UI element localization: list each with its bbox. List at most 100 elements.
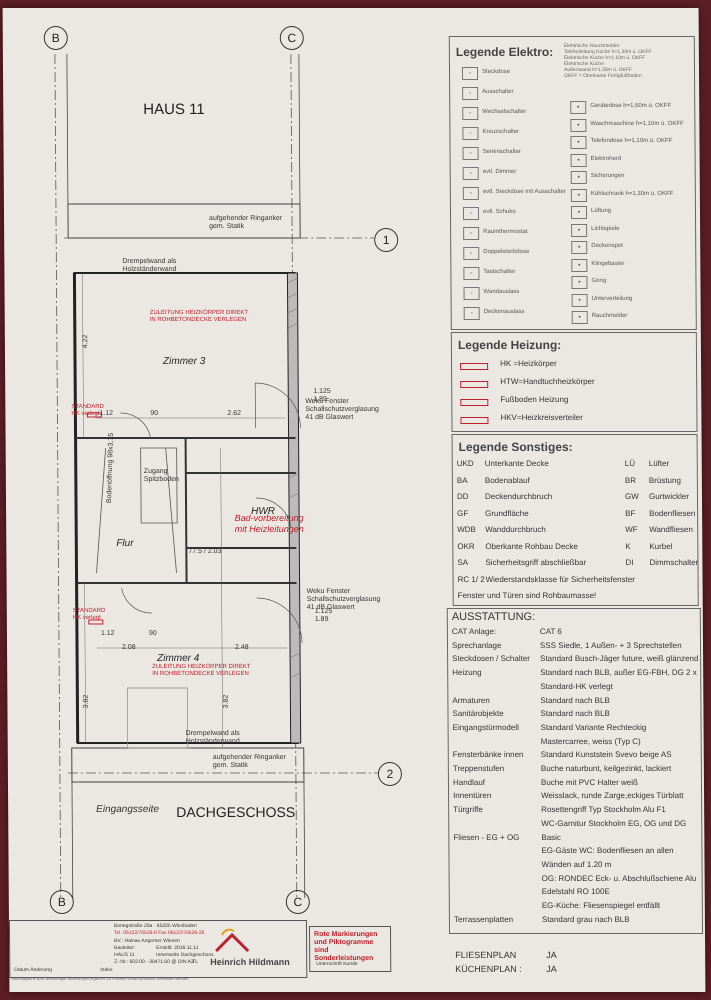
heizung-symbol-icon	[460, 363, 489, 370]
tb-address: Bonegstraße 20a · 65205 Wiesbaden	[113, 923, 198, 929]
ausstattung-value: Weisslack, runde Zarge,eckiges Türblatt	[541, 791, 684, 801]
elektro-left-item: Deckenauslass	[483, 309, 525, 315]
sonstiges-cell: RC 1/ 2	[457, 574, 485, 584]
elektro-left-item: Doppelsteckdose	[483, 249, 530, 255]
ausstattung-value: Standard-HK verlegt	[540, 681, 613, 691]
sonderleistung-box: Rote Markierungen und Piktogramme sind S…	[308, 926, 392, 972]
elektro-symbol-icon: •	[571, 258, 588, 272]
zugang-spitzboden: Zugang Spitzboden	[143, 468, 179, 483]
sonstiges-cell: Deckendurchbruch	[484, 492, 553, 501]
axis-2: 2	[377, 762, 402, 786]
sonstiges-cell: SA	[457, 558, 469, 567]
ausstattung-value: Standard Kunststein Svevo beige AS	[540, 750, 672, 760]
sonstiges-cell: DI	[625, 558, 634, 567]
sonstiges-cell: Dimmschalter	[649, 558, 699, 567]
company-logo: Heinrich Hildmann	[208, 925, 304, 975]
elektro-left-item: evtl. Dimmer	[482, 169, 517, 175]
ausstattung-label: Sanitärobjekte	[452, 709, 504, 719]
elektro-left-item: evtl. Schuko	[482, 209, 516, 215]
elektro-left-item: Serienschalter	[482, 149, 521, 155]
drempel-top-note: Drempelwand als Holzständerwand	[122, 258, 177, 273]
tb-bauleiter: Bauleiter:	[114, 945, 136, 951]
elektro-symbol-icon: ◦	[463, 267, 480, 280]
elektro-symbol-icon: •	[570, 188, 587, 202]
elektro-symbol-icon: •	[571, 223, 588, 237]
unterschrift-label: Unterschrift Kunde	[316, 961, 358, 967]
sonstiges-cell: GW	[624, 492, 639, 501]
ausstattung-value: OG: RONDEC Eck- u. Abschlußschiene Alu	[541, 873, 697, 883]
axis-c-top: C	[279, 26, 304, 50]
ringanker-bottom-note: aufgehender Ringanker gem. Statik	[212, 754, 286, 769]
elektro-right-item: Gerätedose h=1,60m ü. OKFF	[590, 103, 672, 109]
elektro-symbol-icon: ◦	[463, 307, 480, 320]
heizung-item: HK =Heizkörper	[500, 359, 557, 368]
elektro-right-item: Kühlschrank h=1,30m ü. OKFF	[590, 190, 674, 197]
ausstattung-label: CAT Anlage:	[451, 627, 497, 636]
sonstiges-cell: Brüstung	[648, 475, 681, 485]
heizung-symbol-icon	[460, 399, 489, 406]
sonstiges-cell: Grundfläche	[485, 508, 529, 518]
ausstattung-label: Steckdosen / Schalter	[452, 654, 530, 664]
dim-90: 90	[150, 410, 159, 417]
elektro-symbol-icon: •	[570, 118, 587, 132]
heizung-symbol-icon	[460, 417, 489, 424]
zuleitung-bottom-note: ZULEITUNG HEIZKÖRPER DIREKT IN ROHBETOND…	[152, 664, 251, 677]
sonstiges-cell: Lüfter	[648, 459, 670, 468]
dim-90b: 90	[148, 630, 157, 637]
elektro-symbol-icon: •	[571, 293, 588, 307]
tb-legal: Nachträgliche bzw. beauftragte Änderunge…	[11, 976, 190, 981]
ausstattung-value: Standard nach BLB	[540, 695, 610, 705]
sonstiges-cell: WDB	[457, 525, 476, 534]
dim-262: 2.62	[227, 410, 242, 417]
ausstattung-label: Fensterbänke innen	[452, 750, 524, 760]
elektro-right-item: Rauchmelder	[591, 313, 628, 319]
elektro-left-item: Steckdose	[481, 69, 511, 75]
ausstattung-value: Buche mit PVC Halter weiß	[540, 777, 638, 787]
dim-382: 3.82	[82, 694, 90, 709]
fliesenplan-value: JA	[546, 950, 557, 960]
ausstattung-value: Mastercarree, weiss (Typ C)	[540, 736, 641, 746]
ausstattung-label: Armaturen	[452, 695, 490, 705]
sonstiges-cell: Wandfliesen	[649, 525, 693, 534]
ausstattung-value: Wänden auf 1.20 m	[541, 859, 612, 869]
ausstattung-value: Standard Variante Rechteckig	[540, 722, 647, 732]
elektro-symbol-icon: •	[571, 241, 588, 254]
elektro-symbol-icon: ◦	[462, 207, 480, 220]
elektro-right-item: Gong	[591, 278, 607, 284]
elektro-right-item: Deckenspot	[591, 243, 623, 249]
title-block: Bonegstraße 20a · 65205 Wiesbaden Tel. 0…	[8, 920, 308, 978]
tb-aenderung: Änderung	[30, 967, 52, 973]
axis-1: 1	[374, 228, 399, 252]
legend-heizung-title: Legende Heizung:	[457, 338, 562, 352]
sonstiges-cell: GF	[457, 508, 469, 518]
zuleitung-top-note: ZULEITUNG HEIZKÖRPER DIREKT IN ROHBETOND…	[149, 310, 248, 323]
tb-datum: Datum	[14, 967, 30, 973]
tb-znr: Z.-Nr.: 602.00 - 3047	[114, 959, 161, 965]
heizung-symbol-icon	[460, 381, 489, 388]
ausstattung-value: Standard Busch-Jäger future, weiß glänze…	[540, 654, 699, 664]
entrance-label: Eingangsseite	[96, 804, 160, 815]
elektro-symbol-icon: •	[571, 276, 588, 289]
sonstiges-cell: K	[625, 541, 631, 551]
tb-tl: TL	[192, 959, 199, 965]
ausstattung-value: Standard nach BLB, außer EG-FBH, DG 2 x	[540, 668, 697, 678]
elektro-symbol-icon: •	[571, 311, 588, 324]
standard-bottom-note: STANDARD HK verlegt	[72, 608, 106, 621]
elektro-right-item: Unterverteilung	[591, 295, 633, 302]
kuechenplan-label: KÜCHENPLAN :	[455, 964, 522, 974]
tb-sheet: Innenseite Dachgeschoss	[156, 952, 214, 958]
tb-bv: BV.: Hainau Angemer Wiesen	[114, 938, 180, 944]
sonstiges-cell: Bodenablauf	[484, 475, 530, 485]
house-title: HAUS 11	[143, 101, 205, 118]
ausstattung-label: Sprechanlage	[451, 640, 502, 650]
ringanker-top-note: aufgehender Ringanker gem. Statik	[209, 215, 283, 230]
sonstiges-cell: Unterkante Decke	[484, 459, 549, 468]
ausstattung-value: Buche naturbunt, keilgezinkt, lackiert	[540, 764, 672, 773]
company-name: Heinrich Hildmann	[210, 957, 290, 967]
elektro-right-item: Telefondose h=1,10m ü. OKFF	[590, 138, 673, 144]
ausstattung-label: Innentüren	[453, 791, 492, 801]
elektro-symbol-icon: ◦	[462, 107, 479, 120]
ausstattung-value: Standard nach BLB	[540, 709, 610, 719]
